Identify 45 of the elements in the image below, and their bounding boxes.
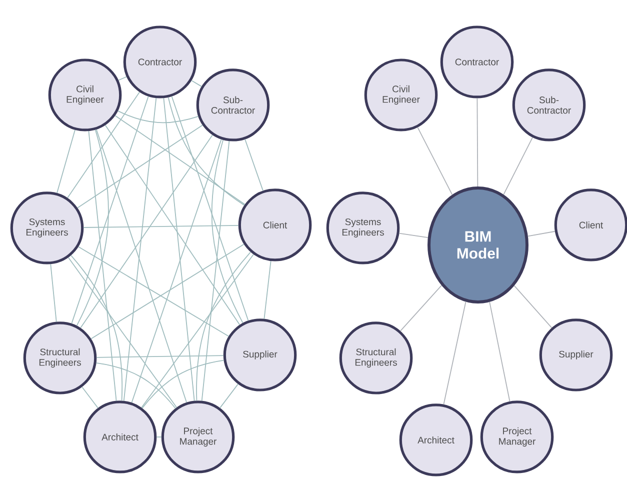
connector-line — [141, 254, 254, 408]
connector-line — [82, 386, 98, 408]
connector-line — [96, 129, 188, 403]
connector-line — [68, 257, 178, 408]
connector-line — [90, 244, 244, 340]
connector-line — [142, 360, 224, 409]
connector-line — [443, 301, 466, 405]
connector-line — [211, 139, 244, 324]
connector-line — [191, 80, 202, 87]
connector-line — [71, 96, 149, 324]
connector-line — [50, 264, 57, 322]
connector-line — [78, 246, 230, 337]
connector-line — [163, 98, 195, 402]
connector-line — [70, 254, 123, 402]
connector-line — [201, 140, 230, 402]
connector-line — [96, 362, 176, 409]
connector-line — [476, 98, 478, 187]
connector-line — [77, 124, 203, 208]
connector-line — [83, 225, 239, 228]
connector-line — [168, 96, 245, 206]
connector-line — [67, 92, 140, 198]
connector-line — [118, 76, 127, 81]
connector-line — [400, 284, 442, 332]
connector-line — [503, 136, 533, 195]
connector-line — [264, 260, 272, 320]
connector-line — [56, 129, 76, 194]
connector-line — [489, 301, 510, 402]
connector-line — [76, 129, 109, 326]
connector-line — [220, 384, 238, 408]
connector-line — [88, 130, 117, 402]
connector-line — [117, 110, 199, 124]
connector-line — [104, 124, 240, 326]
connector-line — [123, 98, 157, 402]
connector-line — [96, 355, 224, 358]
connector-line — [114, 115, 246, 205]
connector-line — [527, 230, 556, 237]
connector-line — [196, 252, 252, 402]
connector-line — [514, 285, 552, 328]
connector-line — [398, 232, 428, 238]
connector-line — [417, 126, 453, 196]
connector-line — [171, 96, 249, 322]
connector-line — [131, 138, 222, 404]
connector-line — [80, 134, 213, 328]
connector-line — [244, 138, 264, 192]
connector-line — [156, 436, 162, 438]
